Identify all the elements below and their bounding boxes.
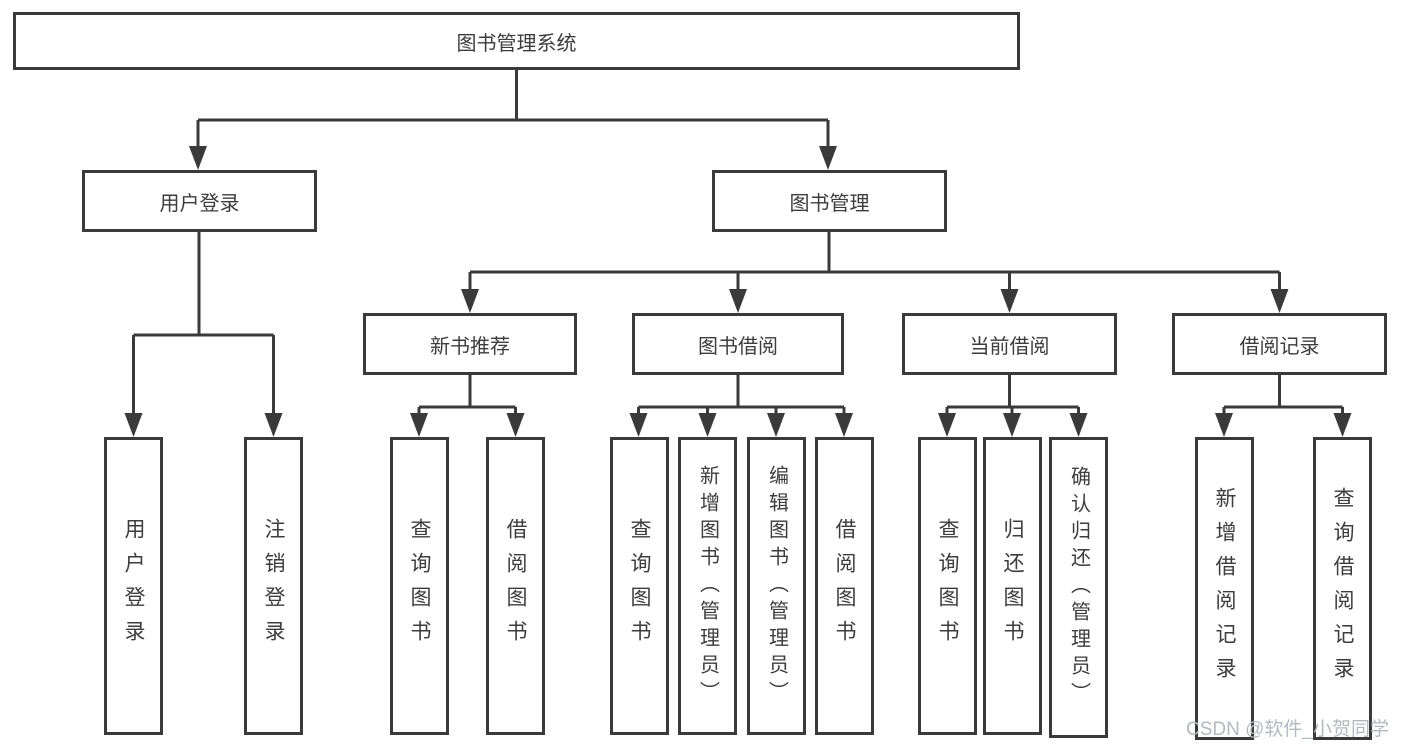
node-library-management-system: 图书管理系统 bbox=[13, 12, 1020, 70]
leaf-logout: 注销登录 bbox=[244, 437, 303, 735]
arrowhead-icon bbox=[461, 289, 1289, 313]
leaf-label: 注销登录 bbox=[262, 518, 285, 654]
connector-borrowing-to-leaves bbox=[629, 375, 853, 437]
leaf-label: 借阅图书 bbox=[504, 518, 527, 654]
node-label: 用户登录 bbox=[159, 192, 240, 215]
arrowhead-icon bbox=[189, 146, 837, 170]
node-label: 新书推荐 bbox=[430, 335, 510, 358]
connector-new-rec-to-leaves bbox=[410, 375, 525, 437]
leaf-label: 新增图书（管理员） bbox=[696, 464, 719, 708]
leaf-query-borrow-record: 查询借阅记录 bbox=[1313, 437, 1372, 740]
node-new-book-recommend: 新书推荐 bbox=[363, 313, 577, 375]
leaf-label: 查询图书 bbox=[628, 518, 651, 654]
leaf-user-login: 用户登录 bbox=[104, 437, 163, 735]
arrowhead-icon bbox=[1215, 413, 1352, 437]
node-label: 图书管理系统 bbox=[456, 32, 577, 55]
leaf-label: 新增借阅记录 bbox=[1213, 486, 1236, 691]
node-label: 当前借阅 bbox=[969, 335, 1050, 358]
leaf-return-books: 归还图书 bbox=[983, 437, 1042, 735]
leaf-query-books-current: 查询图书 bbox=[918, 437, 977, 735]
node-book-borrowing: 图书借阅 bbox=[632, 313, 844, 375]
node-borrowing-records: 借阅记录 bbox=[1172, 313, 1387, 375]
leaf-add-books-admin: 新增图书（管理员） bbox=[678, 437, 737, 735]
node-label: 图书借阅 bbox=[698, 335, 778, 358]
csdn-watermark: CSDN @软件_小贺同学 bbox=[1186, 719, 1389, 740]
connector-book-mgmt-to-level3 bbox=[461, 232, 1289, 313]
leaf-label: 查询图书 bbox=[936, 518, 959, 654]
leaf-label: 查询借阅记录 bbox=[1331, 486, 1354, 691]
leaf-borrow-books-recommend: 借阅图书 bbox=[486, 437, 545, 735]
leaf-label: 确认归还（管理员） bbox=[1067, 466, 1090, 709]
arrowhead-icon bbox=[629, 413, 853, 437]
connector-root-to-level2 bbox=[189, 70, 837, 170]
node-current-borrowing: 当前借阅 bbox=[902, 313, 1117, 375]
arrowhead-icon bbox=[410, 413, 525, 437]
leaf-label: 归还图书 bbox=[1001, 518, 1024, 654]
connector-user-login-to-leaves bbox=[124, 232, 283, 437]
arrowhead-icon bbox=[124, 413, 283, 437]
node-label: 借阅记录 bbox=[1239, 335, 1320, 358]
connector-current-to-leaves bbox=[938, 375, 1088, 437]
leaf-label: 借阅图书 bbox=[833, 518, 856, 654]
leaf-query-books-recommend: 查询图书 bbox=[390, 437, 449, 735]
node-book-management: 图书管理 bbox=[712, 170, 947, 232]
leaf-add-borrow-record: 新增借阅记录 bbox=[1195, 437, 1254, 740]
connector-records-to-leaves bbox=[1215, 375, 1352, 437]
leaf-confirm-return-admin: 确认归还（管理员） bbox=[1049, 437, 1108, 738]
leaf-label: 用户登录 bbox=[122, 518, 145, 654]
node-label: 图书管理 bbox=[789, 192, 870, 215]
leaf-label: 编辑图书（管理员） bbox=[765, 464, 788, 708]
arrowhead-icon bbox=[938, 413, 1088, 437]
leaf-query-books-borrowing: 查询图书 bbox=[610, 437, 669, 735]
node-user-login: 用户登录 bbox=[82, 170, 317, 232]
leaf-edit-books-admin: 编辑图书（管理员） bbox=[747, 437, 806, 735]
leaf-label: 查询图书 bbox=[408, 518, 431, 654]
leaf-borrow-books: 借阅图书 bbox=[815, 437, 874, 735]
